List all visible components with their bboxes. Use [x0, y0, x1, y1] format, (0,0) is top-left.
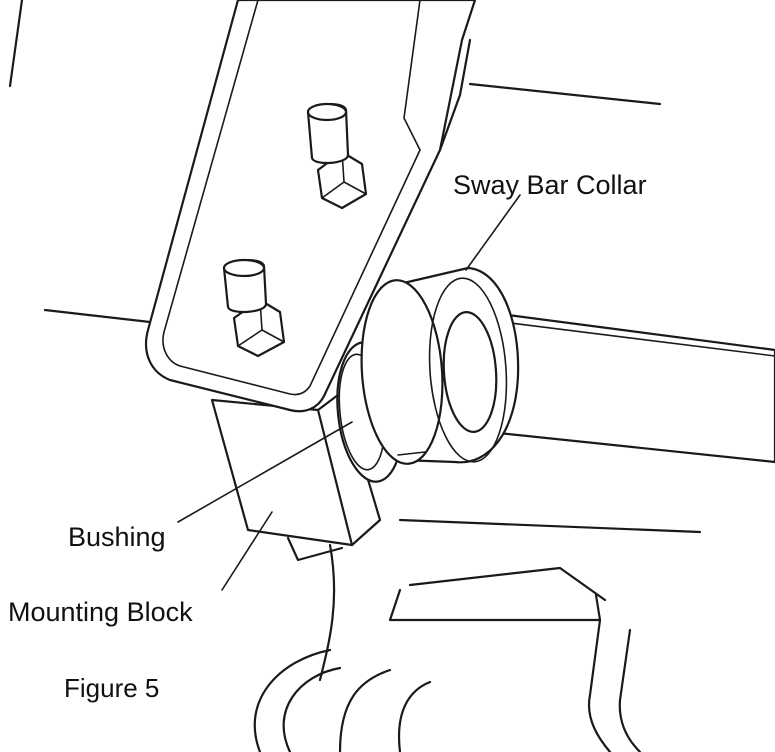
collar-leader-line — [465, 194, 521, 271]
bolt-upper — [306, 102, 368, 210]
bushing-leader-line — [177, 421, 353, 523]
sway-bar-collar — [360, 266, 520, 465]
edge-mark — [8, 0, 24, 88]
sway-bar-collar-label: Sway Bar Collar — [453, 170, 647, 200]
mounting-block-label: Mounting Block — [8, 597, 193, 627]
figure-caption: Figure 5 — [64, 673, 159, 703]
mounting-block-leader-line — [221, 511, 273, 591]
bushing-label: Bushing — [68, 522, 166, 552]
bolt-lower — [222, 258, 286, 358]
lower-link — [253, 543, 642, 752]
